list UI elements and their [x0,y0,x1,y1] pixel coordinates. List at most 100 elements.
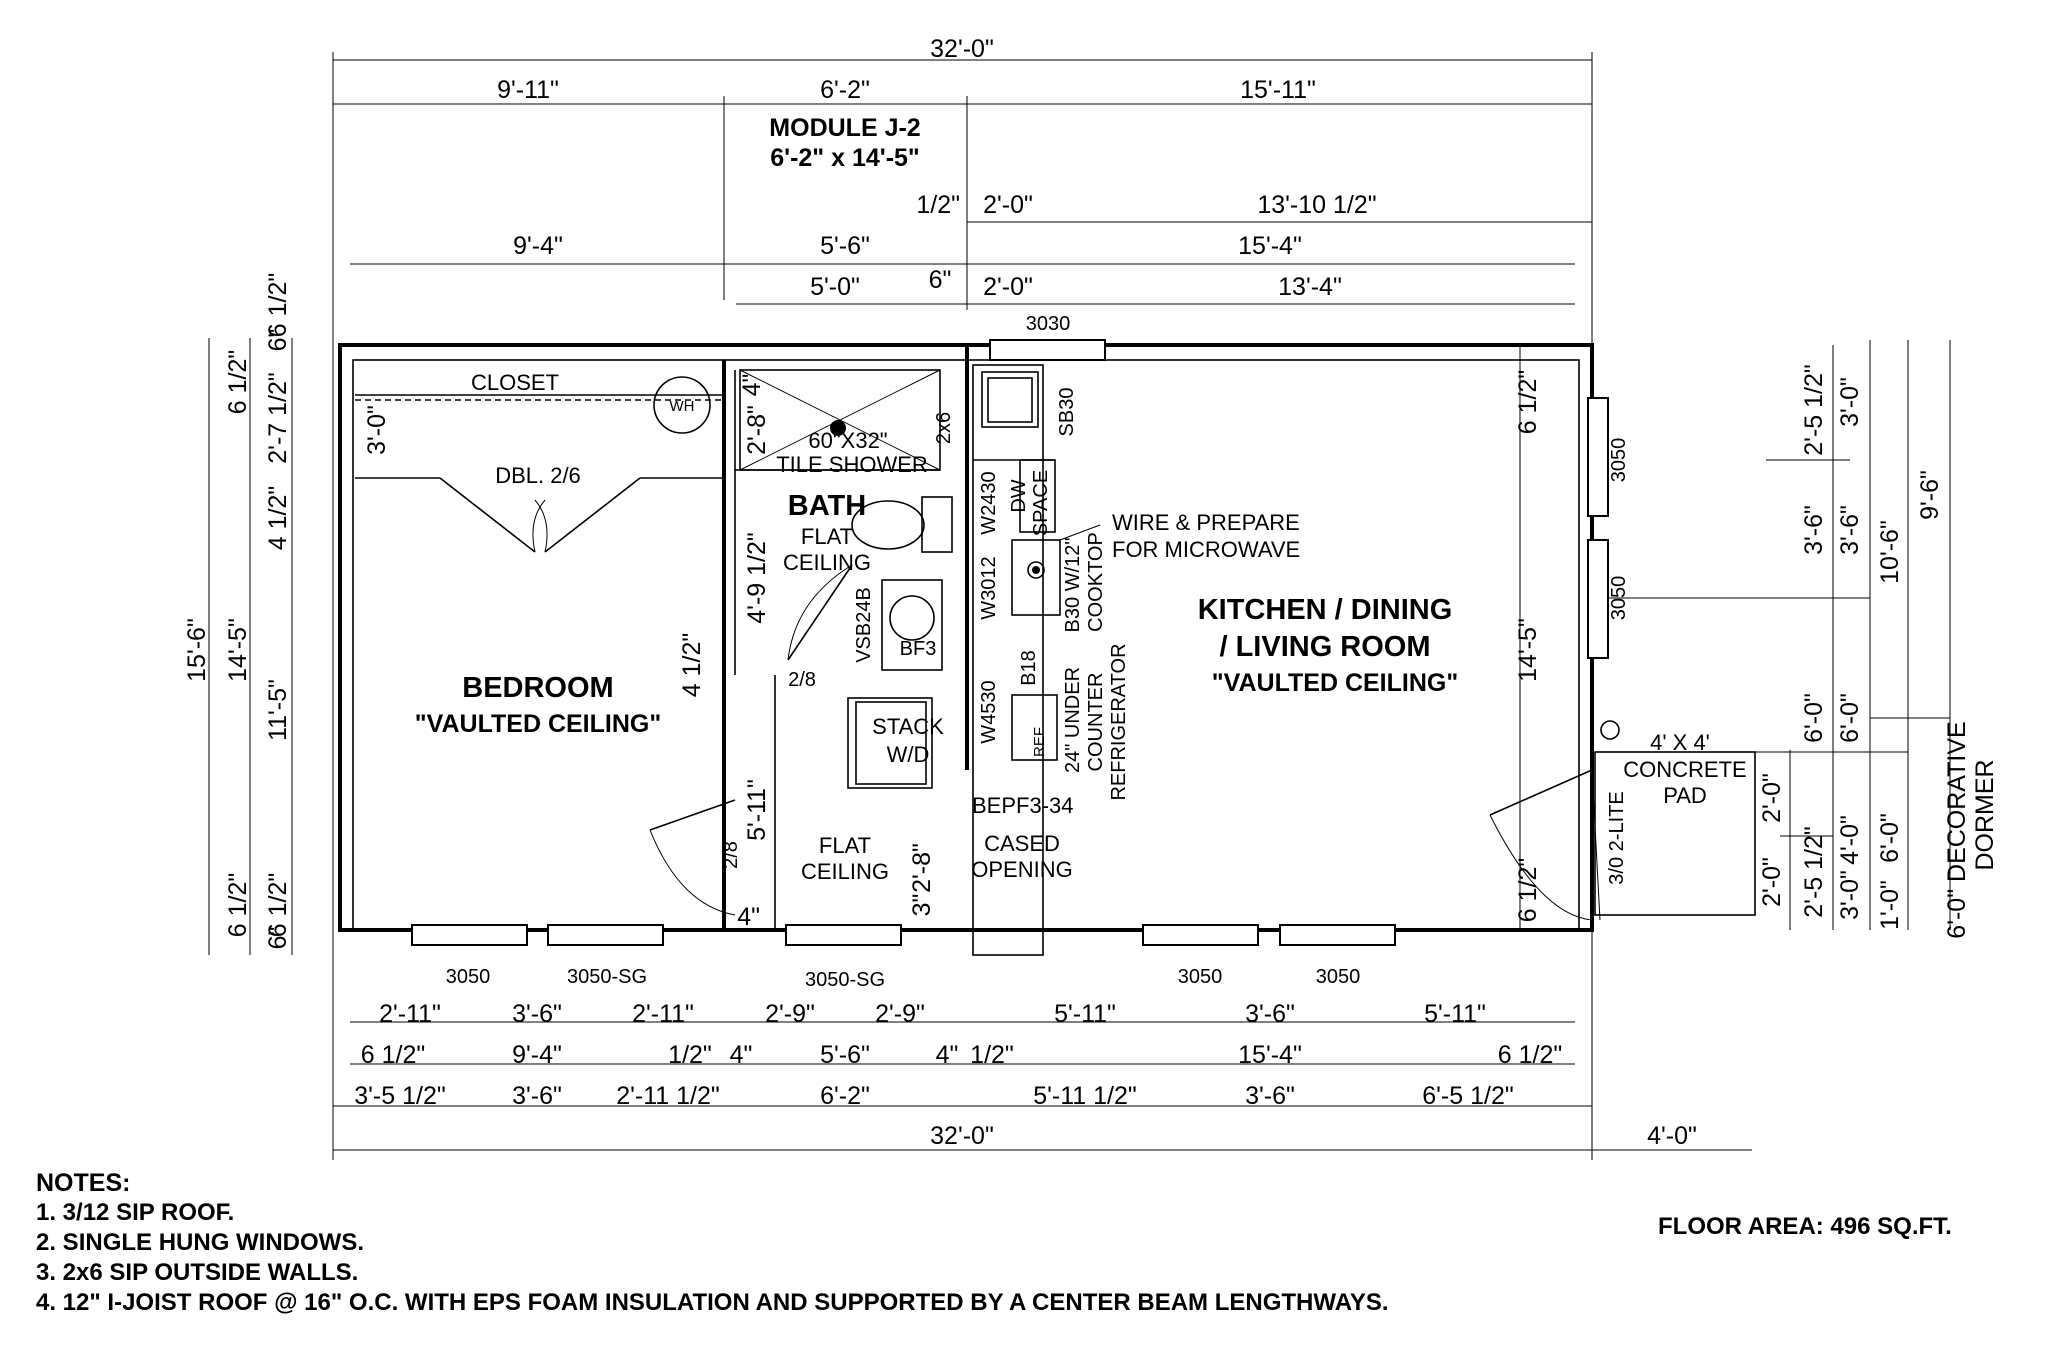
dim-l-6a: 6" [264,329,292,352]
dim-b1-d: 2'-9" [765,1000,815,1028]
dim-rd-60c: 6'-0" [1876,813,1904,863]
dim-b3-g: 6'-5 1/2" [1422,1082,1513,1110]
dim-b1-b: 3'-6" [512,1000,562,1028]
dim-l-6h-a: 6 1/2" [264,273,292,337]
dim-top-total: 32'-0" [930,35,994,63]
bath-name: BATH [788,490,866,522]
w3012-label: W3012 [978,556,1000,619]
dim-rd-106: 10'-6" [1876,520,1904,584]
dim-b3-a: 3'-5 1/2" [354,1082,445,1110]
bath-ceiling-2: CEILING [783,550,871,575]
module-name: MODULE J-2 [769,114,920,142]
dim-b4-total: 32'-0" [930,1122,994,1150]
dim-b2-g: 1/2" [970,1041,1014,1069]
dim-b1-e: 2'-9" [875,1000,925,1028]
dormer-label-2: DORMER [1971,759,1999,870]
module-size: 6'-2" x 14'-5" [770,144,920,172]
dim-r3-1310: 13'-10 1/2" [1257,191,1376,219]
under-counter-3: REFRIGERATOR [1108,643,1130,800]
dim-top-a: 9'-11" [497,76,559,104]
pad-label-2: CONCRETE [1623,757,1746,782]
dim-b2-c: 1/2" [668,1041,712,1069]
notes-title: NOTES: [36,1169,131,1197]
wire-note-2: FOR MICROWAVE [1112,537,1300,562]
window-3030: 3030 [1026,313,1071,335]
dim-b1-g: 3'-6" [1245,1000,1295,1028]
dim-rd-60a: 6'-0" [1800,693,1828,743]
kitchen-ceiling: "VAULTED CEILING" [1212,669,1458,697]
dim-b2-b: 9'-4" [512,1041,562,1069]
dim-rd-96: 9'-6" [1916,470,1944,520]
hall-ceiling-2: CEILING [801,859,889,884]
door-28-a: 2/8 [788,669,816,691]
notes-block: NOTES: 1. 3/12 SIP ROOF. 2. SINGLE HUNG … [36,1168,1389,1318]
label-2x6: 2x6 [933,412,955,444]
dim-b1-c: 2'-11" [632,1000,694,1028]
dim-r3-half: 1/2" [916,191,960,219]
hall-ceiling-1: FLAT [819,833,871,858]
dim-rd-25: 2'-5 1/2" [1800,364,1828,455]
sb30-label: SB30 [1056,388,1078,437]
stack-label-2: W/D [887,742,930,767]
door-dbl-label: DBL. 2/6 [495,463,581,488]
dormer-label-1: 6'-0" DECORATIVE [1943,721,1971,938]
dim-rd-60b: 6'-0" [1836,693,1864,743]
window-3050-b5: 3050 [1316,966,1361,988]
dim-l-6h-bot: 6 1/2" [224,873,252,937]
dim-top-c: 15'-11" [1240,76,1316,104]
dim-rd-36a: 3'-6" [1800,505,1828,555]
dim-b3-c: 2'-11 1/2" [616,1082,720,1110]
bepf-label: BEPF3-34 [972,793,1074,818]
shower-size: 60"X32" [808,428,887,453]
door-28-b: 2/8 [720,841,742,869]
dw-label-2: SPACE [1030,470,1052,536]
concrete-pad [1594,720,1756,916]
dim-in-4a: 4" [738,374,766,397]
water-heater-label: WH [670,398,695,415]
bath-ceiling-1: FLAT [801,524,853,549]
dim-r4-154: 15'-4" [1238,232,1302,260]
w2430-label: W2430 [978,471,1000,534]
dim-b3-d: 6'-2" [820,1082,870,1110]
dim-b3-b: 3'-6" [512,1082,562,1110]
under-counter-2: COUNTER [1085,673,1107,772]
pad-label-1: 4' X 4' [1650,730,1710,755]
dim-k-6h-top: 6 1/2" [1514,370,1542,434]
dim-b2-h: 15'-4" [1238,1041,1302,1069]
dim-top-b: 6'-2" [820,76,870,104]
cased-opening-2: OPENING [971,857,1072,882]
shower-label: TILE SHOWER [776,452,928,477]
closet-label: CLOSET [471,370,559,395]
dim-b4-pad: 4'-0" [1647,1122,1697,1150]
dim-b2-a: 6 1/2" [361,1041,425,1069]
dim-r4-56: 5'-6" [820,232,870,260]
dim-b2-d: 4" [730,1041,753,1069]
pad-label-3: PAD [1663,783,1707,808]
ref-label: REF [1031,727,1048,757]
stack-label-1: STACK [872,714,944,739]
bath-fixtures [653,376,953,789]
window-3050-b1: 3050 [446,966,491,988]
b30-label-1: B30 W/12" [1062,538,1084,633]
dim-l-155: 15'-6" [183,618,211,682]
dim-l-27: 2'-7 1/2" [264,372,292,463]
dim-r3-20: 2'-0" [983,191,1033,219]
note-item: 4. 12" I-JOIST ROOF @ 16" O.C. WITH EPS … [36,1289,1389,1316]
dim-r5-50: 5'-0" [810,273,860,301]
dim-rd-10: 1'-0" [1876,880,1904,930]
window-3050-r1: 3050 [1608,438,1630,483]
window-3050-b4: 3050 [1178,966,1223,988]
dim-b1-f: 5'-11" [1054,1000,1116,1028]
dim-r4-94: 9'-4" [513,232,563,260]
dim-b3-f: 3'-6" [1245,1082,1295,1110]
bedroom-name: BEDROOM [462,672,613,704]
dimension-lines [208,52,1951,1160]
dim-r5-134: 13'-4" [1278,273,1342,301]
under-counter-1: 24" UNDER [1062,667,1084,773]
vanity-label: VSB24B [853,587,875,663]
windows [411,339,1609,946]
doors [649,564,1601,921]
window-3050sg-b2: 3050-SG [567,966,647,988]
dim-r5-6: 6" [929,266,952,294]
dim-rd-30b: 3'-0" [1836,870,1864,920]
